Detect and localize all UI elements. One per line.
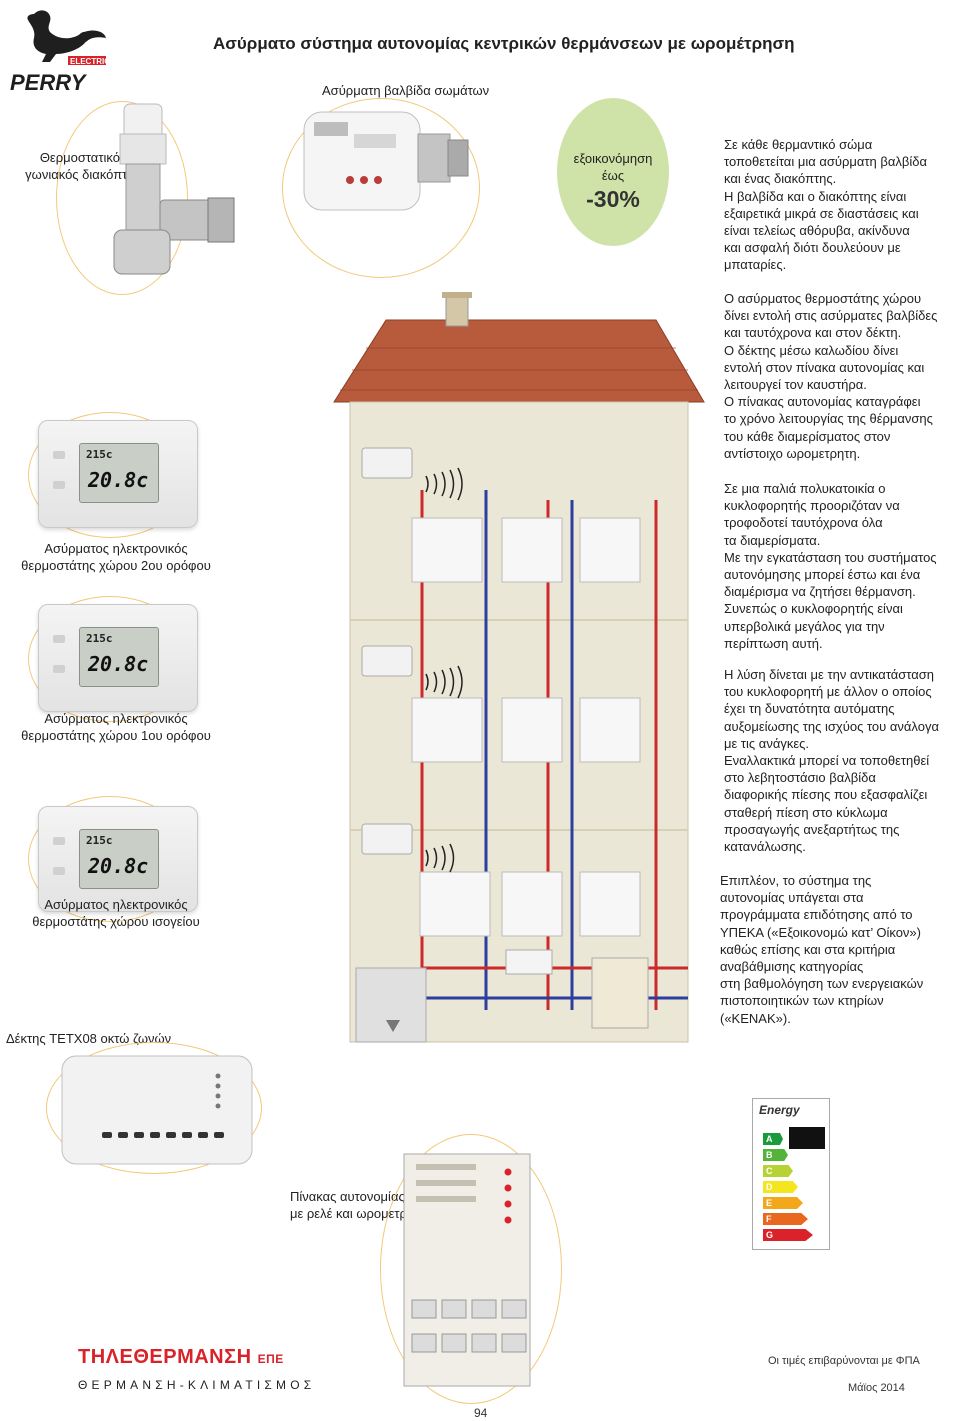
radiator-valve-image: [303, 111, 469, 211]
thermo-ground-label-2: θερμοστάτης χώρου ισογείου: [32, 914, 200, 929]
thermo-2nd-label-1: Ασύρματος ηλεκτρονικός: [44, 541, 188, 556]
panel-label-1: Πίνακας αυτονομίας: [290, 1189, 405, 1204]
footer-tagline: ΘΕΡΜΑΝΣΗ-ΚΛΙΜΑΤΙΣΜΟΣ: [78, 1378, 316, 1392]
building-diagram: [333, 292, 705, 1043]
energy-class-f: F: [763, 1213, 808, 1225]
corner-switch-oval: [56, 101, 188, 295]
corner-valve-image: [113, 103, 235, 275]
thermo-ground-label-1: Ασύρματος ηλεκτρονικός: [44, 897, 188, 912]
saving-line2: έως: [601, 168, 625, 183]
energy-class-d: D: [763, 1181, 798, 1193]
valve-caption: Ασύρματη βαλβίδα σωμάτων: [322, 83, 490, 98]
thermo-1st-label-2: θερμοστάτης χώρου 1ου ορόφου: [21, 728, 211, 743]
page-number: 94: [474, 1406, 488, 1420]
valve-oval: [282, 98, 480, 278]
receiver-image: [61, 1055, 253, 1165]
footer-price-note: Οι τιμές επιβαρύνονται με ΦΠΑ: [768, 1355, 920, 1367]
thermo-2nd-label-2: θερμοστάτης χώρου 2ου ορόφου: [21, 558, 211, 573]
energy-class-g: G: [763, 1229, 813, 1241]
corner-switch-label-2: γωνιακός διακόπτης: [25, 167, 141, 182]
energy-label-black-bar: [789, 1127, 825, 1149]
receiver-oval: [46, 1042, 262, 1174]
svg-text:PERRY: PERRY: [10, 70, 88, 95]
footer-date: Μάϊος 2014: [848, 1382, 905, 1394]
energy-label-title: Energy: [759, 1103, 800, 1117]
page-title: Ασύρματο σύστημα αυτονομίας κεντρικών θε…: [213, 34, 795, 53]
energy-class-c: C: [763, 1165, 793, 1177]
saving-value: -30%: [586, 186, 640, 212]
saving-badge: [557, 98, 669, 246]
panel-oval: [380, 1134, 562, 1404]
thermo-1st-label-1: Ασύρματος ηλεκτρονικός: [44, 711, 188, 726]
svg-text:ELECTRIC: ELECTRIC: [70, 57, 110, 66]
receiver-label: Δέκτης TETX08 οκτώ ζωνών: [6, 1031, 172, 1046]
panel-image: [403, 1153, 531, 1387]
kangaroo-icon: [27, 10, 89, 62]
corner-switch-label-1: Θερμοστατικός: [39, 150, 127, 165]
energy-class-e: E: [763, 1197, 803, 1209]
footer-company: ΤΗΛΕΘΕΡΜΑΝΣΗ ΕΠΕ: [78, 1346, 284, 1368]
perry-logo: ELECTRIC PERRY: [6, 6, 110, 96]
energy-class-b: B: [763, 1149, 788, 1161]
energy-class-a: A: [763, 1133, 783, 1145]
saving-line1: εξοικονόμηση: [573, 151, 653, 166]
